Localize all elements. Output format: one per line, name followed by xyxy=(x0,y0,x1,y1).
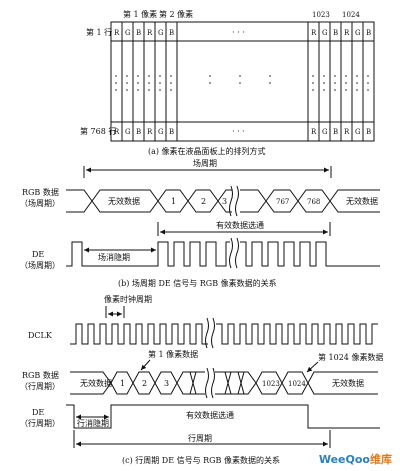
svg-text:1024: 1024 xyxy=(288,380,306,388)
svg-text:B: B xyxy=(136,128,141,136)
svg-text:R: R xyxy=(344,29,350,37)
svg-text:G: G xyxy=(125,128,131,136)
clock-period-label: 像素时钟周期 xyxy=(104,294,152,304)
svg-text:G: G xyxy=(322,128,328,136)
caption-c: (c) 行周期 DE 信号与 RGB 像素数据的关系 xyxy=(122,455,280,465)
svg-text:B: B xyxy=(366,128,371,136)
svg-text:DE: DE xyxy=(32,250,44,259)
line-period-panel: 像素时钟周期 DCLK 第 1 像素数据 第 1024 像素数据 RGB 数据 … xyxy=(20,294,383,465)
svg-text:R: R xyxy=(311,29,317,37)
svg-text:R: R xyxy=(147,128,153,136)
first-pixel-label: 第 1 像素数据 xyxy=(148,349,198,359)
svg-text:· · ·: · · · xyxy=(232,127,245,136)
svg-text:3: 3 xyxy=(164,379,169,388)
svg-text:768: 768 xyxy=(307,198,320,206)
row768-label: 第 768 行 xyxy=(80,126,116,136)
svg-text:（场周期）: （场周期） xyxy=(20,261,60,270)
frame-blank-label: 场消隐期 xyxy=(98,252,130,262)
svg-text:G: G xyxy=(125,29,131,37)
caption-a: (a) 像素在液晶面板上的排列方式 xyxy=(148,146,266,156)
valid-strobe-label-b: 有效数据选通 xyxy=(216,220,264,230)
pixel2-label: 第 2 像素 xyxy=(159,9,193,19)
svg-text:2: 2 xyxy=(201,197,206,206)
de-line-waveform xyxy=(66,404,380,429)
svg-text:B: B xyxy=(169,128,174,136)
svg-text:G: G xyxy=(355,128,361,136)
svg-text:R: R xyxy=(147,29,153,37)
svg-text:（行周期）: （行周期） xyxy=(20,381,60,391)
de-frame-waveform xyxy=(66,241,380,267)
svg-text:· · ·: · · · xyxy=(232,28,245,37)
caption-b: (b) 场周期 DE 信号与 RGB 像素数据的关系 xyxy=(118,278,277,288)
svg-text:无效数据: 无效数据 xyxy=(108,196,140,206)
line-period-label: 行周期 xyxy=(188,433,212,443)
svg-text:DE: DE xyxy=(32,408,44,417)
svg-text:B: B xyxy=(366,29,371,37)
svg-text:G: G xyxy=(158,128,164,136)
dclk-waveform xyxy=(70,323,378,345)
svg-text:R: R xyxy=(311,128,317,136)
svg-text:G: G xyxy=(355,29,361,37)
svg-text:R: R xyxy=(114,128,120,136)
svg-text:无效数据: 无效数据 xyxy=(80,378,112,388)
rgb-frame-bus xyxy=(66,185,380,217)
svg-text:R: R xyxy=(114,29,120,37)
svg-text:G: G xyxy=(158,29,164,37)
svg-text:（场周期）: （场周期） xyxy=(20,199,60,208)
svg-text:B: B xyxy=(169,29,174,37)
svg-text:1: 1 xyxy=(120,379,125,388)
last-pixel-label: 第 1024 像素数据 xyxy=(318,352,383,362)
line-blank-label: 行消隐期 xyxy=(77,418,109,428)
svg-text:无效数据: 无效数据 xyxy=(332,378,364,388)
frame-period-panel: 场周期 RGB 数据 （场周期） 无效数据 1 2 3 767 768 无效数据 xyxy=(20,159,380,288)
col1024-label: 1024 xyxy=(342,11,360,19)
pixel1-label: 第 1 像素 xyxy=(123,9,157,19)
grid-ellipsis-dots xyxy=(115,75,369,91)
svg-text:无效数据: 无效数据 xyxy=(346,196,378,206)
svg-text:3: 3 xyxy=(222,197,227,206)
row1-label: 第 1 行 xyxy=(86,27,112,37)
svg-text:2: 2 xyxy=(142,379,147,388)
svg-text:RGB 数据: RGB 数据 xyxy=(22,187,59,197)
svg-text:1023: 1023 xyxy=(262,380,280,388)
frame-period-label: 场周期 xyxy=(193,159,217,168)
svg-text:B: B xyxy=(333,29,338,37)
svg-text:B: B xyxy=(333,128,338,136)
svg-text:R: R xyxy=(344,128,350,136)
rgb-line-bus xyxy=(70,367,378,399)
svg-text:G: G xyxy=(322,29,328,37)
valid-strobe-label-c: 有效数据选通 xyxy=(186,410,234,420)
svg-text:B: B xyxy=(136,29,141,37)
svg-text:767: 767 xyxy=(276,198,289,206)
svg-text:RGB 数据: RGB 数据 xyxy=(22,370,59,380)
col1023-label: 1023 xyxy=(312,11,330,19)
svg-text:（行周期）: （行周期） xyxy=(20,418,60,428)
watermark-logo: WeeQoo维库 xyxy=(318,453,392,466)
grid-outline xyxy=(110,21,375,142)
svg-text:1: 1 xyxy=(171,197,176,206)
dclk-label: DCLK xyxy=(28,331,53,340)
